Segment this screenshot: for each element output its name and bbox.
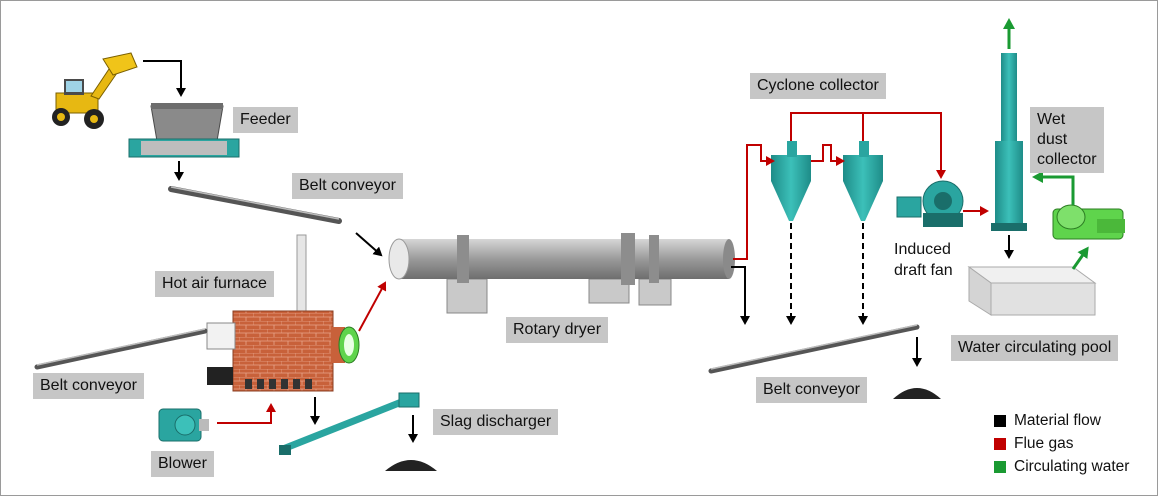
wet-dust-collector-label-line2: collector bbox=[1037, 151, 1097, 168]
circulating-water-arrows bbox=[1003, 18, 1089, 270]
legend-label-material-flow: Material flow bbox=[1014, 411, 1101, 429]
induced-draft-fan-label-line1: Induced bbox=[894, 241, 951, 258]
wet-dust-collector-label: Wet dust collector bbox=[1030, 107, 1104, 173]
hot-air-furnace-label: Hot air furnace bbox=[155, 271, 274, 297]
legend-item-circulating-water: Circulating water bbox=[994, 455, 1129, 478]
feeder-machine bbox=[128, 103, 240, 158]
induced-draft-fan-label-line2: draft fan bbox=[894, 262, 953, 279]
slag-discharger-label: Slag discharger bbox=[433, 409, 559, 435]
legend-item-flue-gas: Flue gas bbox=[994, 432, 1129, 455]
wet-dust-collector-shape bbox=[991, 53, 1027, 231]
legend-swatch-circulating-water bbox=[994, 460, 1006, 473]
cyclone-collector-label: Cyclone collector bbox=[750, 73, 886, 99]
cyclone-collector-shape bbox=[771, 141, 883, 221]
legend-item-material-flow: Material flow bbox=[994, 409, 1129, 432]
belt-conveyor-left-label: Belt conveyor bbox=[33, 373, 144, 399]
output-material-pile bbox=[893, 388, 941, 399]
legend-label-flue-gas: Flue gas bbox=[1014, 434, 1074, 452]
legend-swatch-material-flow bbox=[994, 414, 1006, 427]
blower-shape bbox=[158, 408, 209, 442]
rotary-dryer-label: Rotary dryer bbox=[506, 317, 609, 343]
water-circulating-pool-shape bbox=[967, 266, 1097, 316]
water-pump-shape bbox=[1052, 204, 1125, 240]
material-flow-arrows bbox=[143, 60, 1014, 443]
water-circulating-pool-label: Water circulating pool bbox=[951, 335, 1119, 361]
belt-conveyor-left-shape bbox=[34, 328, 208, 370]
feeder-label: Feeder bbox=[233, 107, 298, 133]
wheel-loader-icon bbox=[52, 52, 138, 129]
slag-discharger-shape bbox=[279, 392, 437, 471]
induced-draft-fan-label: Induced draft fan bbox=[894, 239, 953, 281]
induced-draft-fan-shape bbox=[896, 180, 964, 227]
blower-label: Blower bbox=[151, 451, 214, 477]
belt-conveyor-top-shape bbox=[168, 186, 342, 224]
hot-air-furnace-shape bbox=[206, 234, 360, 392]
belt-conveyor-top-label: Belt conveyor bbox=[292, 173, 403, 199]
belt-conveyor-right-label: Belt conveyor bbox=[756, 377, 867, 403]
flue-gas-arrows bbox=[217, 112, 989, 424]
legend-label-circulating-water: Circulating water bbox=[1014, 457, 1130, 475]
legend-swatch-flue-gas bbox=[994, 437, 1006, 450]
belt-conveyor-right-shape bbox=[708, 324, 920, 374]
rotary-dryer-shape bbox=[388, 233, 735, 314]
legend: Material flow Flue gas Circulating water bbox=[994, 409, 1129, 478]
wet-dust-collector-label-line1: Wet dust bbox=[1037, 111, 1068, 148]
